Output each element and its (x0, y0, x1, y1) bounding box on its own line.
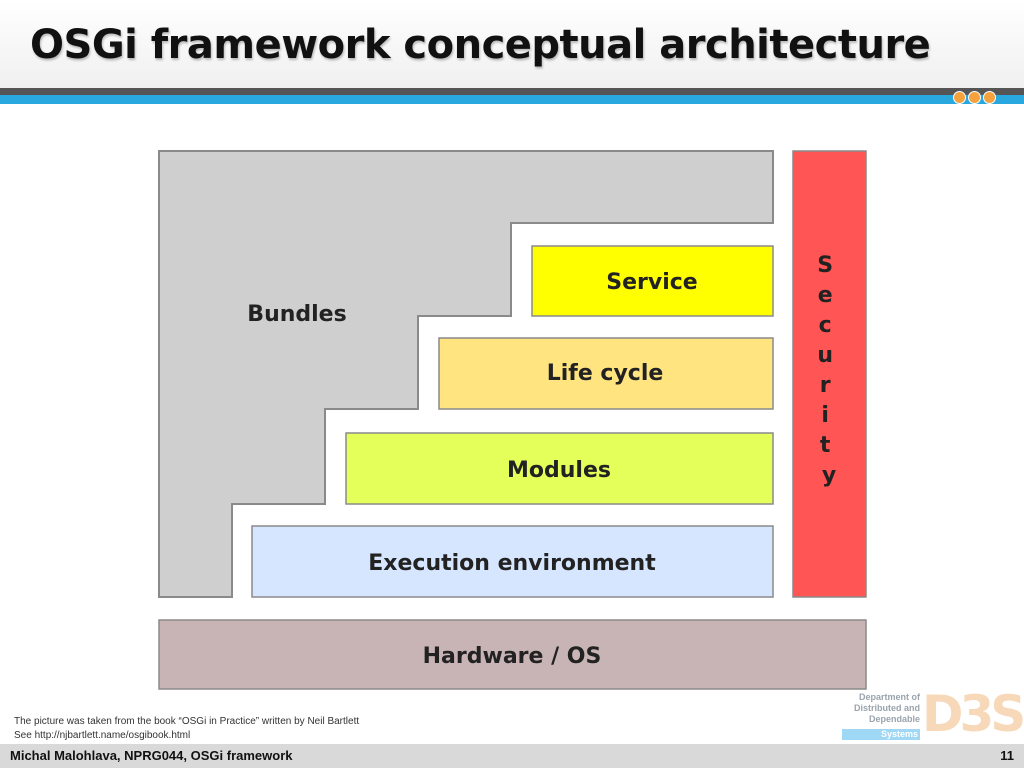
logo-line: Dependable (868, 714, 920, 724)
bundles-label: Bundles (247, 302, 346, 327)
credit-url: See http://njbartlett.name/osgibook.html (14, 730, 191, 741)
life-cycle-layer (438, 337, 774, 410)
modules-label: Modules (507, 458, 611, 483)
execution-environment-layer (251, 525, 774, 598)
dot-icon (984, 92, 995, 103)
logo-band (842, 729, 920, 740)
dot-icon (954, 92, 965, 103)
execution-environment-label: Execution environment (368, 551, 656, 576)
image-credit: The picture was taken from the book “OSG… (14, 715, 534, 743)
logo-line: Distributed and (853, 703, 920, 713)
modules-layer (345, 432, 774, 505)
logo-department-text: Department of Distributed and Dependable (842, 692, 920, 725)
slide-header: OSGi framework conceptual architecture (0, 0, 1024, 88)
hardware-os-layer (158, 619, 867, 690)
slide-footer: Michal Malohlava, NPRG044, OSGi framewor… (0, 744, 1024, 768)
hardware-os-label: Hardware / OS (423, 644, 602, 669)
dot-icon (969, 92, 980, 103)
security-layer (792, 150, 867, 598)
slide-title: OSGi framework conceptual architecture (30, 22, 931, 68)
logo-line: Department of (858, 692, 920, 702)
decorative-dots (954, 92, 995, 104)
logo-systems-text: Systems (880, 729, 918, 739)
logo-mark: D3S (922, 685, 1024, 743)
life-cycle-label: Life cycle (547, 361, 664, 386)
header-rule-accent (0, 95, 1024, 104)
security-label: S e c u r i t y (817, 253, 841, 488)
service-layer (531, 245, 774, 317)
d3s-logo: Department of Distributed and Dependable… (842, 685, 1024, 744)
page-number: 11 (1000, 748, 1014, 763)
service-label: Service (606, 270, 697, 295)
footer-author: Michal Malohlava, NPRG044, OSGi framewor… (10, 748, 293, 763)
credit-line: The picture was taken from the book “OSG… (14, 716, 360, 727)
header-rule-dark (0, 88, 1024, 95)
bundles-region (158, 150, 774, 598)
